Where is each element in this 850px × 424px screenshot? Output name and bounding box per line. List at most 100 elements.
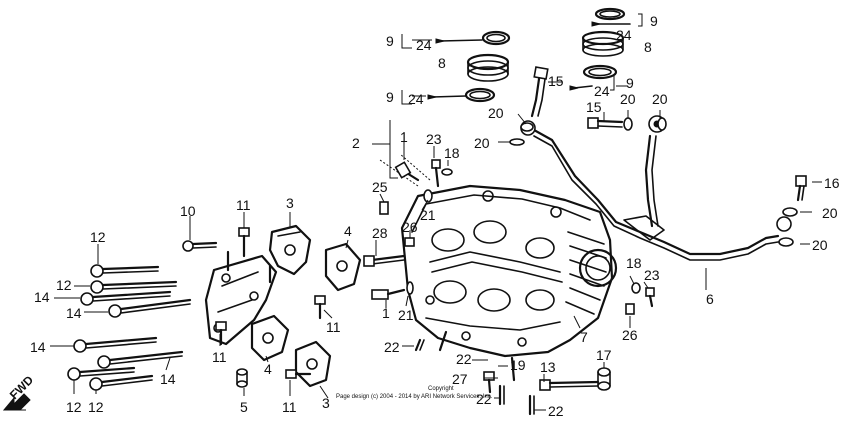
long-bolt-14-d <box>97 350 184 369</box>
intake-insulator-right-upper <box>591 7 631 27</box>
callout-18-upper: 18 <box>444 145 460 161</box>
long-bolt-12-a <box>90 264 160 278</box>
o-ring-21-lower <box>406 281 414 295</box>
callout-11-a: 11 <box>236 197 251 213</box>
stud-22-left <box>414 338 425 352</box>
o-ring-21-upper <box>423 189 433 203</box>
cam-holder-4-upper <box>324 242 362 292</box>
oil-bolt-15-lower <box>587 117 624 129</box>
washer-20-f <box>778 237 794 247</box>
callout-1-upper: 1 <box>400 129 408 145</box>
callout-20-b: 20 <box>474 135 490 151</box>
callout-22-b: 22 <box>456 351 472 367</box>
callout-12-c: 12 <box>66 399 82 415</box>
rocker-holder-frame <box>204 250 278 346</box>
oil-bolt-16 <box>795 175 807 202</box>
callout-19: 19 <box>510 357 526 373</box>
callout-22-c: 22 <box>476 391 492 407</box>
plug-28 <box>363 254 406 267</box>
callout-10: 10 <box>180 203 196 219</box>
callout-25: 25 <box>372 179 388 195</box>
sealing-washer-18-upper <box>441 168 453 176</box>
callout-27: 27 <box>452 371 468 387</box>
intake-insulator-left-upper <box>435 30 511 46</box>
long-bolt-14-b <box>108 298 192 318</box>
leader-lines <box>50 13 822 411</box>
callout-26-right: 26 <box>622 327 638 343</box>
copyright-line-1: Copyright <box>428 386 454 392</box>
callout-23-upper: 23 <box>426 131 442 147</box>
bolt-11-d <box>285 369 312 379</box>
callout-17: 17 <box>596 347 612 363</box>
callout-5: 5 <box>240 399 248 415</box>
callout-24-left-upper: 24 <box>416 37 432 53</box>
callout-21-upper: 21 <box>420 207 436 223</box>
bolt-23-upper <box>431 159 441 188</box>
callout-8-right: 8 <box>644 39 652 55</box>
callout-4-upper: 4 <box>344 223 352 239</box>
callout-6: 6 <box>706 291 714 307</box>
long-bolt-12-b <box>90 280 178 294</box>
callout-3-upper: 3 <box>286 195 294 211</box>
long-bolt-12-c <box>67 366 136 381</box>
copyright-line-2: Page design (c) 2004 - 2014 by ARI Netwo… <box>336 394 493 400</box>
dowel-pin-26-upper <box>404 237 415 247</box>
callout-20-a: 20 <box>488 105 504 121</box>
dowel-pin-25 <box>379 201 389 215</box>
bolt-11-b <box>314 295 326 320</box>
callout-15-upper: 15 <box>548 73 564 89</box>
bolt-19 <box>510 356 516 382</box>
callout-11-c: 11 <box>212 349 227 365</box>
callout-20-e: 20 <box>822 205 838 221</box>
callout-9-right-upper: 9 <box>650 13 658 29</box>
cam-holder-3-lower <box>294 340 332 388</box>
bolt-13 <box>539 379 600 391</box>
callout-21-lower: 21 <box>398 307 414 323</box>
callout-11-b: 11 <box>326 319 341 335</box>
intake-insulator-left-lower <box>427 87 496 103</box>
dowel-pin-26-right <box>625 303 635 315</box>
callout-16: 16 <box>824 175 840 191</box>
collar-17 <box>597 367 611 391</box>
stud-22-lower <box>498 384 505 406</box>
callout-numbers: 1 1 2 3 3 4 4 5 6 7 8 8 9 9 9 9 10 11 11… <box>30 13 840 419</box>
cam-holder-3-upper <box>268 224 312 276</box>
callout-14-a: 14 <box>34 289 50 305</box>
callout-22-a: 22 <box>384 339 400 355</box>
callout-24-right-upper: 24 <box>616 27 632 43</box>
callout-9-left-upper: 9 <box>386 33 394 49</box>
callout-26-upper: 26 <box>402 219 418 235</box>
valve-guide-1-upper <box>394 161 420 182</box>
long-bolt-12-d <box>89 374 154 391</box>
long-bolt-14-a <box>80 290 172 306</box>
callout-9-right-lower: 9 <box>626 75 634 91</box>
callout-20-f: 20 <box>812 237 828 253</box>
callout-14-b: 14 <box>66 305 82 321</box>
intake-insulator-right-lower <box>569 64 618 91</box>
callout-2: 2 <box>352 135 360 151</box>
washer-20-a <box>520 122 534 132</box>
callout-1-lower: 1 <box>382 305 390 321</box>
callout-13: 13 <box>540 359 556 375</box>
callout-23-right: 23 <box>644 267 660 283</box>
callout-15-lower: 15 <box>586 99 602 115</box>
callout-7: 7 <box>580 329 588 345</box>
stud-22-right <box>528 394 535 416</box>
callout-14-c: 14 <box>30 339 46 355</box>
sealing-washer-18-right <box>631 282 641 294</box>
callout-18-right: 18 <box>626 255 642 271</box>
oil-bolt-15-upper <box>530 66 549 118</box>
callout-3-lower: 3 <box>322 395 330 411</box>
callout-9-left-lower: 9 <box>386 89 394 105</box>
bolt-11-a <box>238 227 250 258</box>
cylinder-head-part-7 <box>379 153 618 358</box>
oil-pipe-part-6 <box>520 115 792 261</box>
callout-28: 28 <box>372 225 388 241</box>
intake-insulator-left-rubber <box>466 53 510 82</box>
long-bolt-14-c <box>73 336 158 353</box>
bolt-11-c <box>215 321 227 346</box>
callout-22-d: 22 <box>548 403 564 419</box>
callout-11-d: 11 <box>282 399 297 415</box>
stud-22-center <box>438 330 448 352</box>
